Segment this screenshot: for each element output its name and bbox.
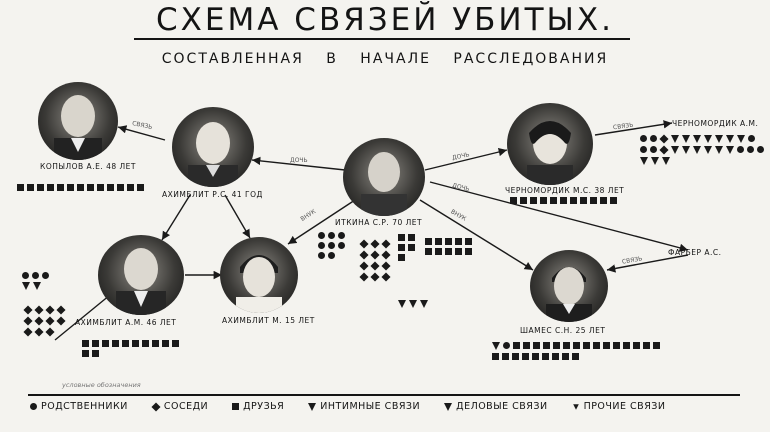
legend-divider bbox=[28, 394, 740, 396]
symbols-akhimblit-am-left bbox=[22, 272, 58, 290]
name-shames: ШАМЕС С.Н. 25 ЛЕТ bbox=[520, 326, 606, 335]
symbols-kopylov bbox=[17, 184, 152, 191]
link-akhimblit-rs-akhimblit-m bbox=[224, 194, 251, 239]
symbols-akhimblit-am-diamonds bbox=[23, 305, 72, 337]
symbols-itkina-right bbox=[425, 238, 473, 255]
symbols-chernomordik-am bbox=[640, 134, 764, 165]
portrait-akhimblit-m bbox=[220, 237, 298, 313]
diamond-icon bbox=[151, 401, 161, 412]
portrait-akhimblit-rs bbox=[172, 107, 254, 187]
legend-item-intimate: ИНТИМНЫЕ СВЯЗИ bbox=[308, 401, 420, 412]
legend-label-relatives: РОДСТВЕННИКИ bbox=[41, 401, 128, 412]
portrait-shames bbox=[530, 250, 608, 322]
circle-icon bbox=[30, 403, 37, 410]
link-akhimblit-rs-akhimblit-am bbox=[161, 194, 191, 241]
symbols-itkina-friends bbox=[398, 234, 424, 261]
link-farber-shames bbox=[606, 254, 689, 273]
link-akhimblit-am-symbols bbox=[54, 294, 111, 341]
portrait-kopylov bbox=[38, 82, 118, 160]
name-akhimblit-rs: АХИМБЛИТ Р.С. 41 ГОД bbox=[162, 190, 263, 199]
diagram-title: СХЕМА СВЯЗЕЙ УБИТЫХ. bbox=[156, 2, 614, 38]
triangle-half-icon bbox=[444, 402, 453, 411]
legend-label-other: ПРОЧИЕ СВЯЗИ bbox=[583, 401, 666, 412]
name-itkina: ИТКИНА С.Р. 70 ЛЕТ bbox=[335, 218, 423, 227]
link-itkina-shames bbox=[419, 199, 534, 271]
legend-label-neighbors: СОСЕДИ bbox=[163, 401, 209, 412]
symbols-chernomordik-ms bbox=[510, 197, 625, 204]
diagram-subtitle: СОСТАВЛЕННАЯ В НАЧАЛЕ РАССЛЕДОВАНИЯ bbox=[161, 51, 609, 67]
title-underline bbox=[134, 38, 630, 40]
link-itkina-farber bbox=[429, 181, 689, 252]
name-akhimblit-am: АХИМБЛИТ А.М. 46 ЛЕТ bbox=[75, 318, 177, 327]
link-itkina-akhimblit-rs bbox=[251, 156, 346, 171]
symbols-itkina-bottom bbox=[398, 300, 428, 308]
name-farber: ФАРБЕР А.С. bbox=[668, 248, 722, 257]
legend-item-neighbors: СОСЕДИ bbox=[151, 401, 209, 412]
portrait-chernomordik-ms bbox=[507, 103, 593, 185]
legend-label-intimate: ИНТИМНЫЕ СВЯЗИ bbox=[320, 401, 421, 412]
symbols-akhimblit-am-friends bbox=[82, 340, 182, 357]
symbols-shames bbox=[492, 342, 662, 360]
legend: РОДСТВЕННИКИ СОСЕДИ ДРУЗЬЯ ИНТИМНЫЕ СВЯЗ… bbox=[30, 401, 760, 412]
triangle-small-icon bbox=[572, 403, 579, 410]
legend-item-other: ПРОЧИЕ СВЯЗИ bbox=[572, 401, 666, 412]
link-itkina-chernomordik bbox=[424, 147, 508, 171]
legend-item-friends: ДРУЗЬЯ bbox=[232, 401, 284, 412]
link-chernomordik-chernomordik-am bbox=[594, 120, 673, 136]
name-kopylov: КОПЫЛОВ А.Е. 48 ЛЕТ bbox=[40, 162, 136, 171]
edge-label-doch-1: ДОЧЬ bbox=[290, 157, 308, 164]
symbols-itkina-center bbox=[359, 239, 392, 282]
link-itkina-akhimblit-m bbox=[287, 199, 356, 245]
legend-item-business: ДЕЛОВЫЕ СВЯЗИ bbox=[444, 401, 547, 412]
legend-label-friends: ДРУЗЬЯ bbox=[243, 401, 285, 412]
portrait-itkina bbox=[343, 138, 425, 216]
legend-item-relatives: РОДСТВЕННИКИ bbox=[30, 401, 128, 412]
link-kopylov-akhimblit-rs bbox=[117, 125, 166, 141]
legend-note: условные обозначения bbox=[62, 381, 141, 389]
symbols-itkina-left bbox=[318, 232, 354, 259]
square-icon bbox=[232, 403, 240, 410]
triangle-down-icon bbox=[308, 402, 317, 411]
name-chernomordik-ms: ЧЕРНОМОРДИК М.С. 38 ЛЕТ bbox=[505, 186, 625, 195]
name-akhimblit-m: АХИМБЛИТ М. 15 ЛЕТ bbox=[222, 316, 315, 325]
legend-label-business: ДЕЛОВЫЕ СВЯЗИ bbox=[456, 401, 548, 412]
name-chernomordik-am: ЧЕРНОМОРДИК А.М. bbox=[672, 119, 759, 128]
portrait-akhimblit-am bbox=[98, 235, 184, 315]
